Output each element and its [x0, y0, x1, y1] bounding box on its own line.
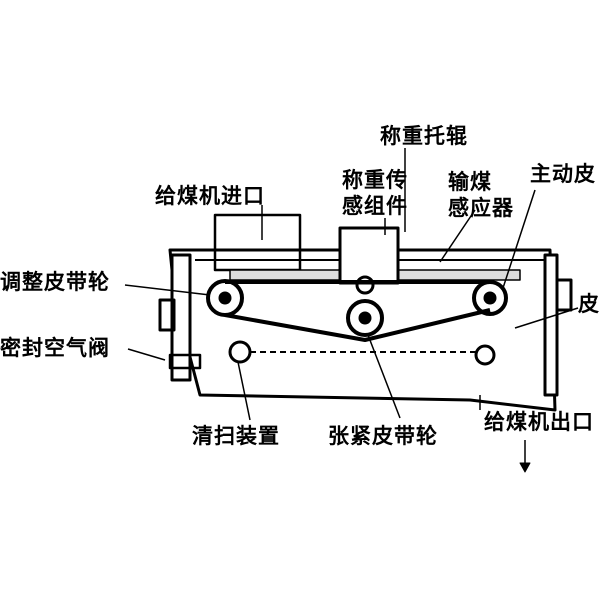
leader-coal-sensor — [439, 209, 476, 263]
label-belt-right: 皮 — [578, 292, 600, 316]
adjust-pulley-wheel — [206, 279, 244, 317]
right-end-plate — [543, 253, 559, 397]
cleaner-wheel — [228, 340, 252, 364]
right-flange — [555, 278, 573, 312]
outlet-arrow-head — [519, 462, 531, 473]
tension-pulley-wheel — [346, 299, 384, 337]
label-weighing-idler: 称重托辊 — [380, 124, 468, 148]
label-drive-pulley: 主动皮 — [530, 162, 596, 186]
weigh-idler-wheel — [355, 275, 375, 295]
label-seal-air-valve: 密封空气阀 — [0, 336, 110, 360]
left-flange — [158, 298, 176, 332]
leader-tension-pulley — [367, 334, 401, 419]
label-weigh-sensor-line2: 感组件 — [342, 194, 408, 218]
adjust-pulley-hub — [218, 291, 232, 305]
drive-pulley-wheel — [472, 280, 508, 316]
leader-drive-pulley — [502, 189, 536, 289]
seal-air-valve — [168, 353, 202, 370]
label-feeder-inlet: 给煤机进口 — [155, 184, 265, 208]
left-end-plate — [170, 253, 192, 382]
leader-cleaner — [237, 361, 251, 421]
lower-right-wheel — [474, 344, 496, 366]
tension-pulley-hub — [358, 311, 372, 325]
leader-adjust-pulley — [124, 284, 211, 296]
label-cleaner: 清扫装置 — [192, 424, 280, 448]
leader-seal-valve — [127, 348, 166, 361]
belt-bottom — [224, 308, 491, 342]
leader-belt — [514, 307, 579, 329]
label-coal-sensor-line1: 输煤 — [448, 170, 492, 194]
inlet-chute — [213, 213, 302, 272]
drive-pulley-hub — [483, 291, 497, 305]
label-weigh-sensor-line1: 称重传 — [342, 168, 408, 192]
weigh-sensor-box — [338, 226, 400, 285]
label-feeder-outlet: 给煤机出口 — [484, 410, 594, 434]
label-coal-sensor-line2: 感应器 — [448, 196, 514, 220]
label-adjust-pulley: 调整皮带轮 — [0, 270, 110, 294]
label-tension-pulley: 张紧皮带轮 — [328, 424, 438, 448]
